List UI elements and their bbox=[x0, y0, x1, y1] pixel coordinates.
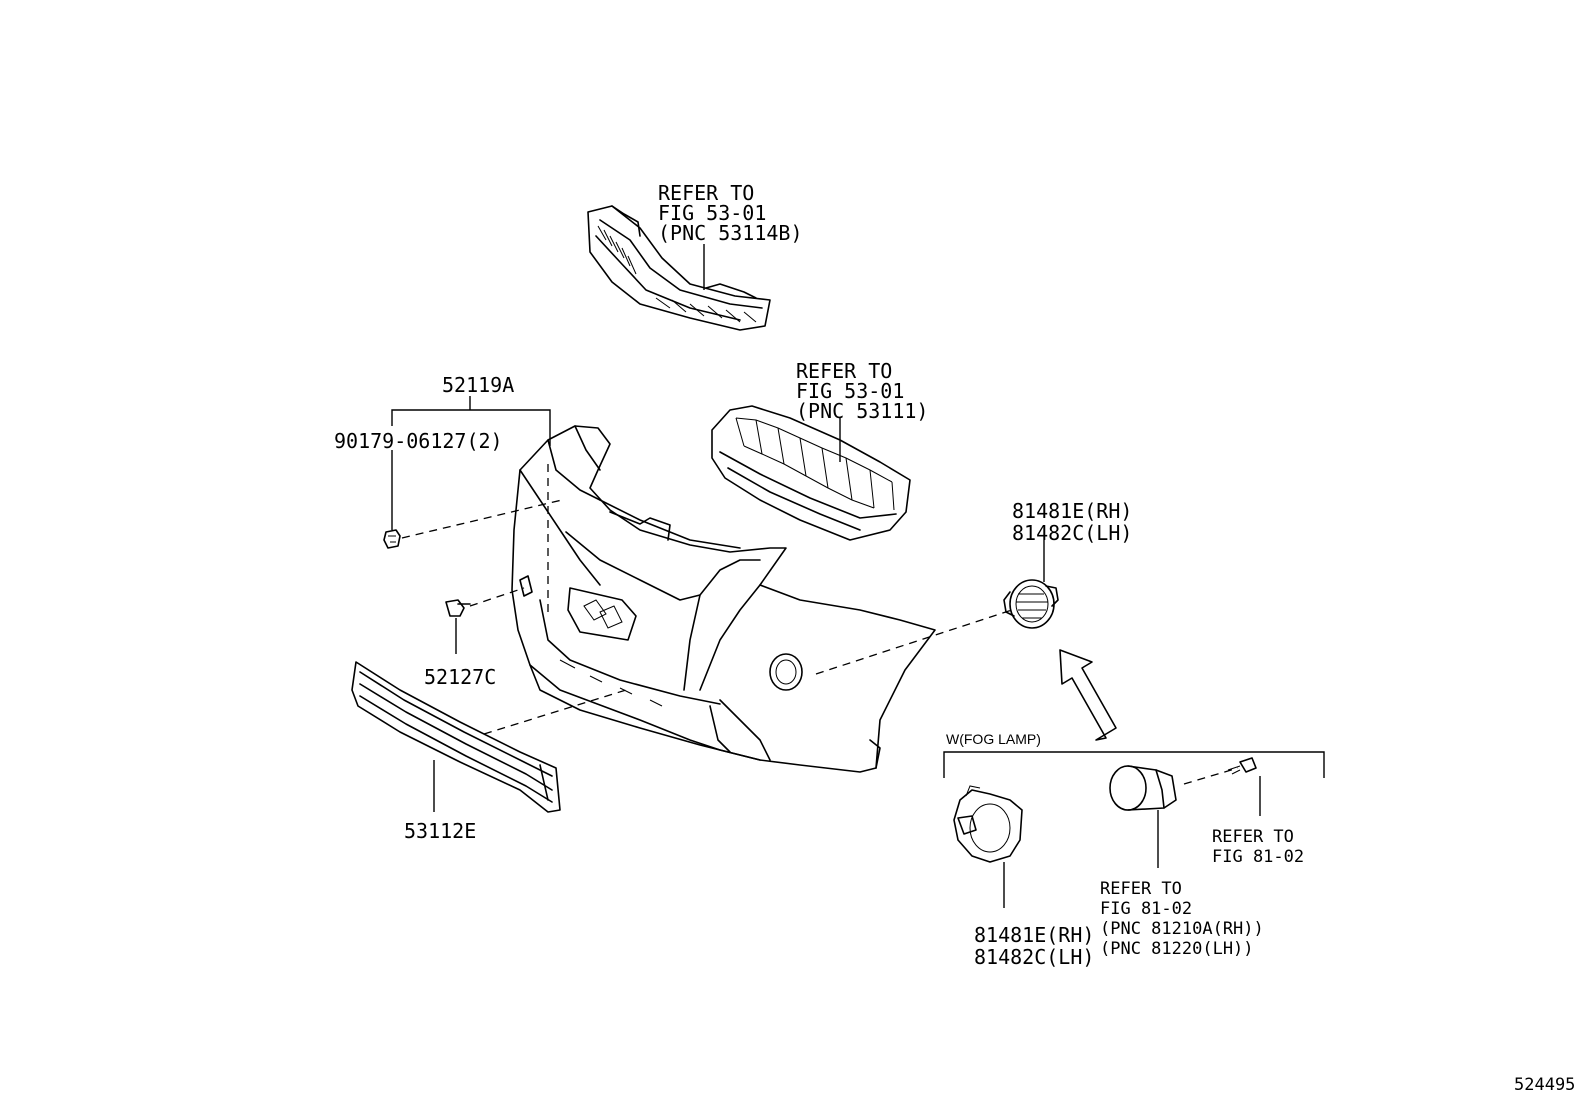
fog-lamp-ref-line3: (PNC 81210A(RH)) bbox=[1100, 919, 1264, 939]
fog-lamp-drawing bbox=[1109, 765, 1177, 811]
illustration-number: 524495 bbox=[1514, 1075, 1575, 1095]
lower-grille-drawing bbox=[351, 661, 561, 813]
upper-grille-ref-line1: REFER TO bbox=[658, 181, 754, 205]
upper-grille-ref-line3: (PNC 53114B) bbox=[658, 221, 803, 245]
upper-grille-ref-line2: FIG 53-01 bbox=[658, 201, 766, 225]
screw-drawing bbox=[1227, 757, 1257, 775]
retainer-label: 52127C bbox=[424, 665, 496, 689]
direction-arrow bbox=[1059, 649, 1117, 741]
radiator-grille-ref-line1: REFER TO bbox=[796, 359, 892, 383]
fog-cover-top-label-lh: 81482C(LH) bbox=[1012, 521, 1132, 545]
fog-group-title: W(FOG LAMP) bbox=[946, 731, 1041, 747]
leader-lines bbox=[391, 244, 1325, 908]
fog-cover-top-label-rh: 81481E(RH) bbox=[1012, 499, 1132, 523]
radiator-grille-ref-line3: (PNC 53111) bbox=[796, 399, 928, 423]
bumper-cover-drawing bbox=[511, 425, 936, 773]
fog-cover-lower-drawing bbox=[953, 785, 1023, 863]
clip-drawing bbox=[383, 529, 401, 549]
screw-ref-line2: FIG 81-02 bbox=[1212, 847, 1304, 867]
bumper-cover-label: 52119A bbox=[442, 373, 514, 397]
fog-cover-bottom-label-lh: 81482C(LH) bbox=[974, 945, 1094, 969]
fog-lamp-ref-line4: (PNC 81220(LH)) bbox=[1100, 939, 1254, 959]
fog-cover-bottom-label-rh: 81481E(RH) bbox=[974, 923, 1094, 947]
fog-lamp-ref-line1: REFER TO bbox=[1100, 879, 1182, 899]
fog-lamp-ref-line2: FIG 81-02 bbox=[1100, 899, 1192, 919]
screw-ref-line1: REFER TO bbox=[1212, 827, 1294, 847]
clip-label: 90179-06127(2) bbox=[334, 429, 503, 453]
radiator-grille-drawing bbox=[711, 405, 911, 541]
lower-grille-label: 53112E bbox=[404, 819, 476, 843]
dashed-lines bbox=[401, 464, 1239, 785]
fog-cover-upper-drawing bbox=[1003, 579, 1059, 629]
retainer-drawing bbox=[445, 599, 471, 617]
upper-grille-drawing bbox=[587, 205, 771, 331]
radiator-grille-ref-line2: FIG 53-01 bbox=[796, 379, 904, 403]
